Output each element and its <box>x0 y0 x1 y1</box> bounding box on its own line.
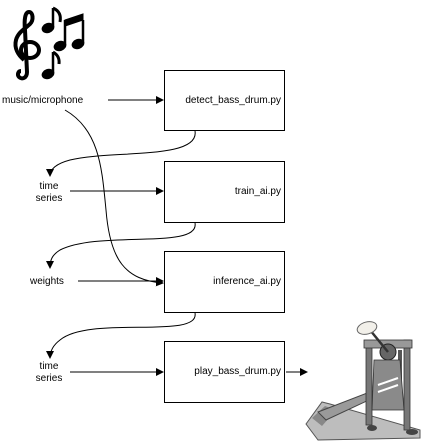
arrow-detect-to-time-series <box>46 130 196 177</box>
time-series-label-1-line2: series <box>35 193 63 204</box>
detect-bass-drum-label: detect_bass_drum.py <box>185 95 281 106</box>
music-microphone-label: music/microphone <box>2 95 84 106</box>
music-notes-icon <box>13 6 85 81</box>
arrow-inference-to-time-series <box>46 312 196 359</box>
train-ai-label: train_ai.py <box>234 186 281 197</box>
arrow-train-to-weights <box>46 222 196 269</box>
inference-ai-label: inference_ai.py <box>213 276 281 287</box>
time-series-label-2-line2: series <box>35 373 63 384</box>
time-series-label-2: time series <box>34 361 64 385</box>
inference-ai-box[interactable]: inference_ai.py <box>164 251 285 313</box>
time-series-label-1: time series <box>34 181 64 205</box>
play-bass-drum-label: play_bass_drum.py <box>194 366 281 377</box>
detect-bass-drum-box[interactable]: detect_bass_drum.py <box>164 70 285 131</box>
weights-label: weights <box>30 276 64 287</box>
arrow-music-to-inference <box>64 109 164 287</box>
time-series-label-1-line1: time <box>39 181 59 192</box>
play-bass-drum-box[interactable]: play_bass_drum.py <box>164 341 285 403</box>
bass-drum-pedal-icon <box>305 321 421 441</box>
time-series-label-2-line1: time <box>39 361 59 372</box>
train-ai-box[interactable]: train_ai.py <box>164 161 285 223</box>
